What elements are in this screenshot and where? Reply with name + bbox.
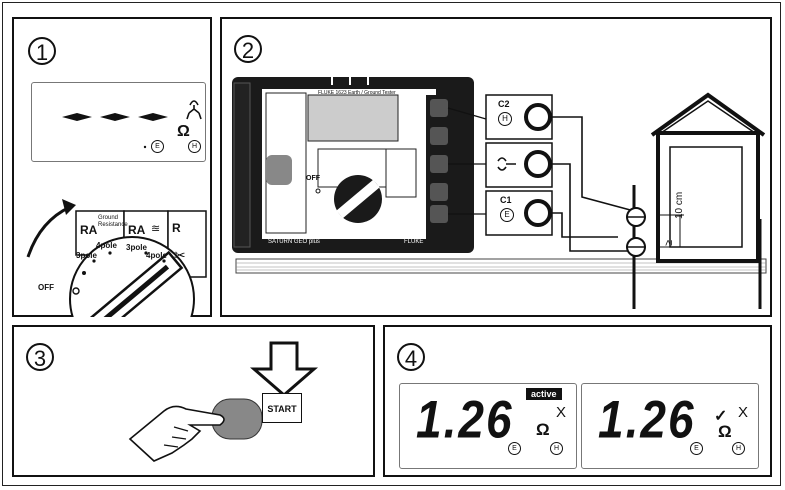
ra-label: RA [80, 223, 98, 237]
rotary-dial-illustration [26, 199, 207, 317]
distance-label: 10 cm [674, 191, 685, 219]
step-3-number: 3 [26, 343, 54, 371]
check-icon: ✓ [714, 408, 728, 425]
step-1-number: 1 [28, 37, 56, 65]
ohm-symbol: Ω [177, 123, 190, 140]
start-button[interactable]: START [262, 393, 302, 423]
hand-icon [128, 405, 225, 462]
dash-readout [62, 100, 202, 149]
brand-right: FLUKE [404, 239, 424, 245]
label-h-right: H [732, 442, 745, 455]
ohm-symbol-left: Ω [536, 420, 550, 439]
rotate-arrow-icon [26, 205, 71, 258]
panel-step-1: 1 Ω E H [12, 17, 212, 317]
label-e-circle: E [151, 140, 164, 153]
clamp-small-icon: ≊ [151, 223, 161, 235]
reading-left: 1.26 [416, 389, 514, 449]
label-e-right: E [690, 442, 703, 455]
pole4-label: 4pole [96, 241, 117, 250]
ge-symbol: ≥ [663, 239, 676, 247]
clamp-icon-left: Χ [556, 404, 567, 421]
ground-resistance-label: Ground Resistance [98, 215, 128, 228]
label-h-circle: H [188, 140, 201, 153]
c2-socket [524, 103, 552, 131]
step-2-number: 2 [234, 35, 262, 63]
c1-socket [524, 199, 552, 227]
r-clamp-label: R [172, 221, 181, 235]
c2-h-circle: H [498, 112, 512, 126]
clamp-socket [524, 150, 552, 178]
wiring-diagram [232, 77, 767, 309]
pole4b-label: 4pole [146, 251, 167, 260]
press-start-illustration [128, 341, 319, 462]
house-illustration [650, 92, 766, 263]
label-e-left: E [508, 442, 521, 455]
ra-clamp-label: RA [128, 223, 146, 237]
clamp-icon-right: Χ [738, 404, 749, 421]
reading-right: 1.26 [598, 389, 696, 449]
c2-label: C2 [498, 99, 510, 109]
down-arrow-icon [249, 341, 319, 397]
step-4-number: 4 [397, 343, 425, 371]
pole3-label: 3pole [76, 251, 97, 260]
lcd-display-dashes: Ω E H [31, 82, 206, 162]
clamp-icon [186, 100, 202, 120]
c1-e-circle: E [500, 208, 514, 222]
panel-step-3: 3 START [12, 325, 375, 477]
active-badge: active [526, 388, 562, 400]
c1-label: C1 [500, 195, 512, 205]
device-title: FLUKE 1623 Earth / Ground Tester [318, 90, 396, 96]
brand-left: SATURN GEO plus [268, 239, 320, 245]
pole3b-label: 3pole [126, 243, 147, 252]
device-off-label: OFF [306, 175, 320, 182]
ohm-symbol-right: Ω [718, 422, 732, 441]
lcd-display-active: 1.26 active Ω Χ E H [399, 383, 577, 469]
off-label: OFF [38, 283, 54, 292]
lcd-display-checked: 1.26 ✓ Ω Χ E H [581, 383, 759, 469]
scissors-icon: ✂ [174, 247, 186, 263]
clamp-connector-icon [497, 157, 516, 171]
panel-step-4: 4 1.26 active Ω Χ E H 1.26 ✓ Ω Χ E H [383, 325, 772, 477]
panel-step-2: 2 [220, 17, 772, 317]
label-h-left: H [550, 442, 563, 455]
